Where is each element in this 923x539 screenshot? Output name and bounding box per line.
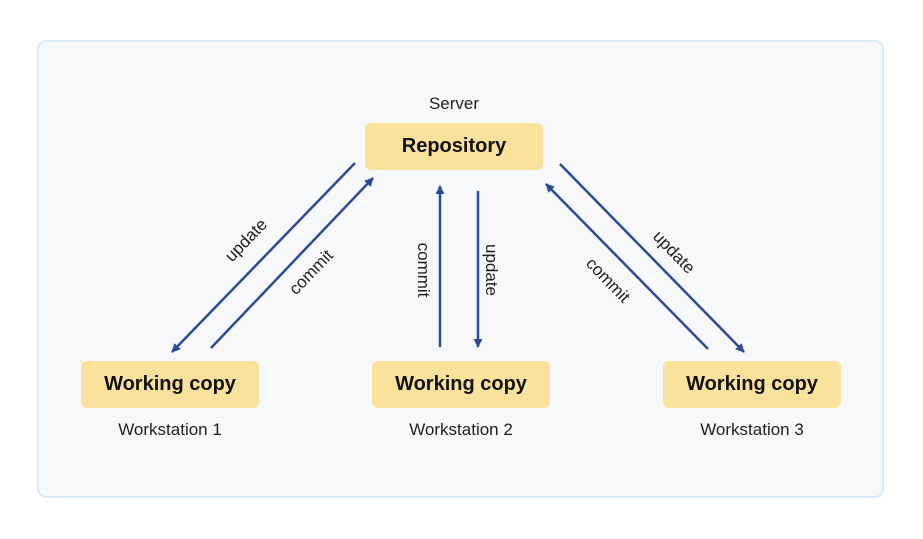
update-arrow-1 — [171, 162, 356, 353]
commit-label-2: commit — [414, 243, 433, 298]
workstation-label-2: Workstation 2 — [409, 420, 513, 439]
working-copy-box-2: Working copy — [372, 361, 550, 408]
workstation-label-1: Workstation 1 — [118, 420, 222, 439]
server-label: Server — [428, 94, 480, 113]
commit-arrow-1 — [210, 177, 374, 349]
commit-arrow-3 — [545, 183, 709, 350]
commit-label-3: commit — [582, 254, 634, 307]
repository-box: Repository — [365, 123, 543, 170]
update-label-3: update — [649, 227, 699, 278]
update-arrow-3 — [559, 163, 745, 353]
workstation-label-3: Workstation 3 — [700, 420, 804, 439]
update-label-2: update — [482, 244, 501, 296]
working-copy-box-1: Working copy — [81, 361, 259, 408]
working-copy-box-3: Working copy — [663, 361, 841, 408]
diagram-panel — [37, 40, 884, 498]
commit-label-1: commit — [285, 246, 337, 299]
